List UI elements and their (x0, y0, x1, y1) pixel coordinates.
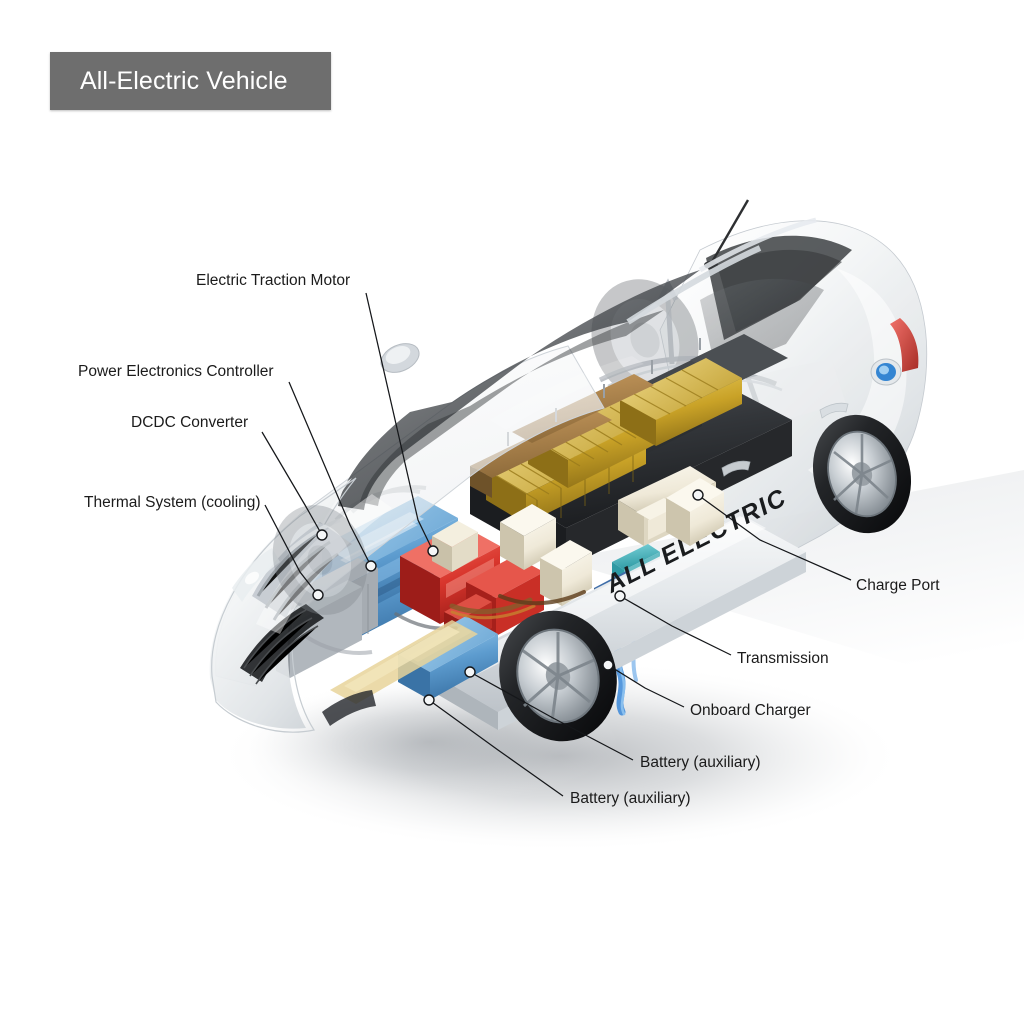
windshield (338, 270, 700, 510)
side-mirror (380, 343, 420, 373)
roof-antenna (710, 199, 750, 263)
callout-label-power-electronics-controller[interactable]: Power Electronics Controller (78, 363, 274, 380)
callout-label-onboard-charger[interactable]: Onboard Charger (690, 702, 811, 719)
diagram-title-badge: All-Electric Vehicle (50, 52, 331, 110)
floor-plane (560, 470, 1024, 700)
battery-module-group-c (620, 358, 742, 446)
diagram-title: All-Electric Vehicle (80, 66, 288, 95)
fog-lamp-recess (322, 690, 376, 726)
pack-cover-a (470, 408, 612, 478)
callout-label-electric-traction-motor[interactable]: Electric Traction Motor (196, 272, 351, 289)
callout-label-thermal-system-cooling[interactable]: Thermal System (cooling) (84, 494, 261, 511)
callout-label-charge-port[interactable]: Charge Port (856, 577, 940, 594)
lower-bumper-grille (240, 604, 324, 685)
callout-label-transmission[interactable]: Transmission (737, 650, 829, 667)
callout-label-dcdc-converter[interactable]: DCDC Converter (131, 414, 249, 431)
tail-lamp (890, 318, 919, 372)
callout-label-battery-auxiliary-1[interactable]: Battery (auxiliary) (640, 754, 761, 771)
door-handles (721, 402, 849, 477)
charge-port-fixture (870, 358, 902, 386)
callout-label-battery-auxiliary-2[interactable]: Battery (auxiliary) (570, 790, 691, 807)
cooling-element (612, 544, 660, 570)
